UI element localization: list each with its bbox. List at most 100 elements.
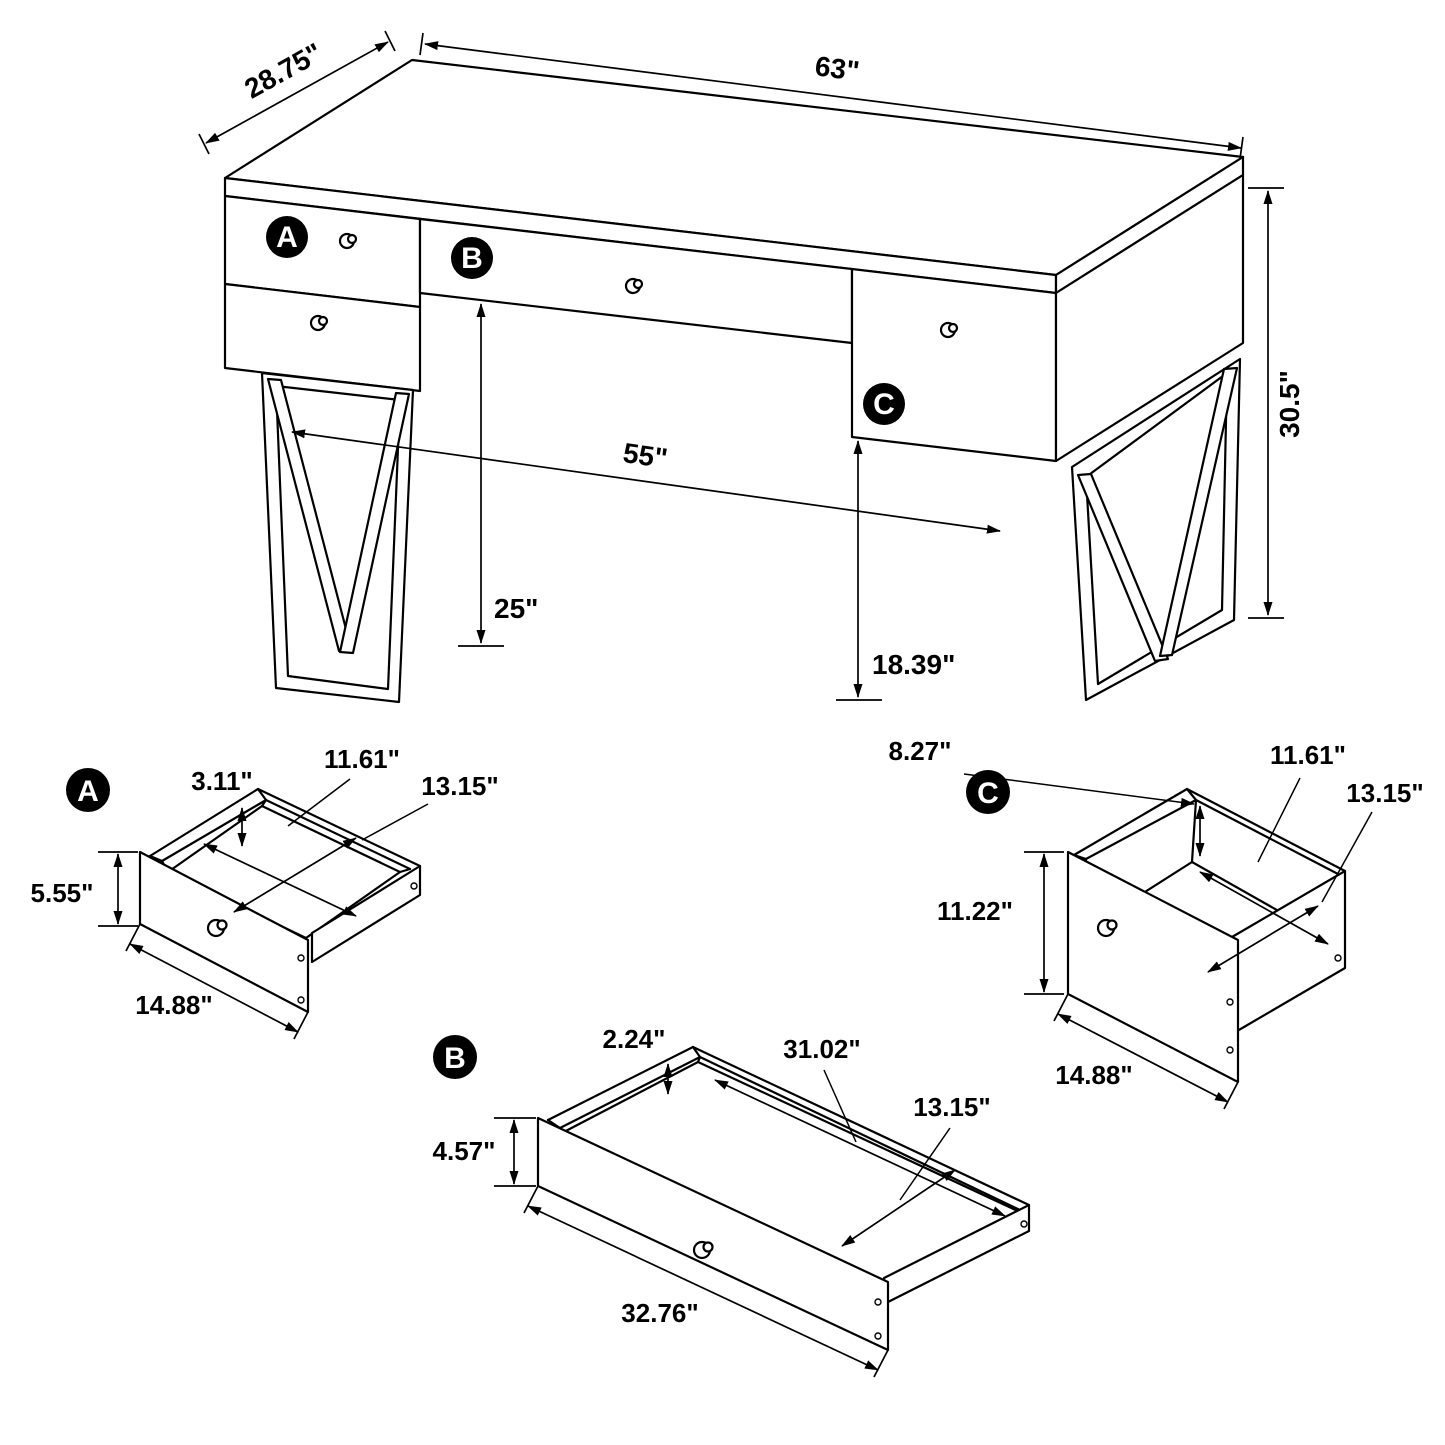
box-edge — [260, 798, 268, 808]
extension-tick — [419, 32, 424, 56]
drawer-c-interior-height-dimension: 8.27" — [889, 736, 952, 766]
dimension-arrow — [714, 1079, 1006, 1217]
dimension-leg-span: 55" — [291, 429, 1001, 534]
box-edge — [256, 787, 422, 868]
dimension-arrow — [233, 837, 357, 913]
right-leg — [1070, 357, 1242, 702]
drawer-a2-knob — [309, 314, 329, 332]
box-edge — [558, 1055, 702, 1130]
extension-tick — [293, 1011, 309, 1040]
dimension-arrow — [1057, 1013, 1229, 1103]
leg-span-dimension: 55" — [621, 437, 669, 474]
drawer-a-detail-badge: A — [66, 768, 110, 812]
leader-line — [1257, 777, 1301, 863]
right-leg-v-bar — [1158, 366, 1239, 658]
drawer-a-badge-letter: A — [276, 221, 298, 254]
drawer-c-interior-depth-dimension: 13.15" — [1346, 778, 1423, 808]
drawer-a-detail-knob — [206, 918, 228, 938]
box-edge — [691, 1045, 702, 1059]
extension-tick — [125, 923, 141, 952]
drawer-b-knob — [624, 277, 644, 295]
drawer-a-front-width-dimension: 14.88" — [135, 990, 212, 1020]
extension-tick — [198, 133, 210, 155]
dimension-arrow — [1207, 905, 1319, 973]
screw-hole — [297, 996, 305, 1004]
drawer-b-interior-width-dimension: 31.02" — [783, 1034, 860, 1064]
drawer-b-front-height-dimension: 4.57" — [433, 1136, 496, 1166]
leader-line — [287, 778, 351, 827]
drawer-b-detail: 2.24" 31.02" 13.15" 4.57" 32.76" B — [433, 1024, 1031, 1378]
screw-hole — [1020, 1220, 1028, 1228]
box-edge — [1185, 787, 1347, 873]
box-edge — [546, 1045, 695, 1122]
box-edge — [256, 787, 268, 802]
box-edge — [160, 798, 268, 863]
right-leg-v-bar — [1076, 472, 1170, 663]
drawer-c-detail-badge-letter: C — [977, 777, 999, 810]
desk-badges: A B C — [266, 216, 905, 425]
screw-hole — [1226, 1046, 1234, 1054]
box-edge — [148, 787, 260, 858]
desk-knobs — [309, 232, 959, 339]
drawer-c-front-height-dimension: 11.22" — [937, 896, 1013, 926]
drawer-b-interior-depth-dimension: 13.15" — [913, 1092, 990, 1122]
box-edge — [398, 867, 412, 874]
drawer-b-badge: B — [451, 237, 493, 279]
drawer-a-interior-height-dimension: 3.11" — [191, 766, 253, 796]
drawer-b-detail-badge-letter: B — [444, 1042, 466, 1075]
extension-tick — [523, 1185, 539, 1214]
box-edge — [696, 1055, 702, 1064]
drawer-b-detail-badge: B — [433, 1035, 477, 1079]
dimension-arrow — [424, 41, 1242, 151]
drawer-c-badge-letter: C — [873, 388, 895, 421]
dimension-desk-height: 30.5" — [1248, 187, 1305, 619]
drawer-b-interior-height-dimension: 2.24" — [603, 1024, 666, 1054]
drawer-b-dimensions: 2.24" 31.02" 13.15" 4.57" 32.76" — [433, 1024, 1006, 1378]
drawer-a-knob — [338, 232, 358, 250]
desk-overview: A B C 63" 28.75" 30.5" — [198, 30, 1305, 704]
screw-hole — [1334, 954, 1342, 962]
right-leg-frame-inner — [1084, 371, 1229, 686]
drawer-c-detail: 8.27" 11.61" 13.15" 11.22" 14.88" C — [889, 736, 1424, 1110]
desk-right-side-panel — [1054, 173, 1245, 463]
desk-depth-dimension: 28.75" — [239, 37, 327, 105]
leader-line — [1321, 811, 1373, 903]
box-edge — [1194, 798, 1340, 876]
extension-tick — [1053, 993, 1069, 1022]
leader-line — [899, 1127, 951, 1201]
dimension-drawer-clearance: 18.39" — [836, 440, 955, 701]
extension-tick — [384, 30, 396, 52]
drawer-a-badge: A — [266, 216, 308, 258]
box-edge — [1072, 787, 1189, 857]
drawer-c-front-width-dimension: 14.88" — [1055, 1060, 1132, 1090]
drawer-a-interior-width-dimension: 11.61" — [324, 744, 400, 774]
drawer-c-interior-width-dimension: 11.61" — [1270, 740, 1346, 770]
kneehole-clearance-dimension: 25" — [494, 593, 538, 624]
desk-width-dimension: 63" — [813, 50, 861, 86]
drawer-a-interior-depth-dimension: 13.15" — [421, 771, 498, 801]
screw-hole — [410, 882, 418, 890]
drawer-a-detail-badge-letter: A — [77, 775, 99, 808]
drawer-c-badge: C — [863, 383, 905, 425]
dimension-arrow — [527, 1205, 879, 1371]
screw-hole — [874, 1298, 882, 1306]
drawer-c-detail-knob — [1096, 918, 1118, 938]
drawer-a-front-height-dimension: 5.55" — [31, 878, 94, 908]
drawer-c-front — [850, 267, 1058, 463]
box-edge — [264, 798, 412, 871]
drawer-c-detail-badge: C — [966, 770, 1010, 814]
drawer-c-knob — [939, 321, 959, 339]
drawer-clearance-dimension: 18.39" — [872, 649, 955, 680]
box-edge — [1084, 798, 1198, 861]
dimension-kneehole-clearance: 25" — [458, 303, 538, 647]
box-edge — [1190, 798, 1198, 864]
left-leg — [260, 371, 415, 704]
extension-tick — [1223, 1081, 1239, 1110]
screw-hole — [1226, 998, 1234, 1006]
drawer-b-badge-letter: B — [461, 242, 483, 275]
dimension-arrow — [291, 429, 1001, 534]
leader-line — [361, 803, 429, 841]
dimension-arrow — [129, 943, 299, 1033]
